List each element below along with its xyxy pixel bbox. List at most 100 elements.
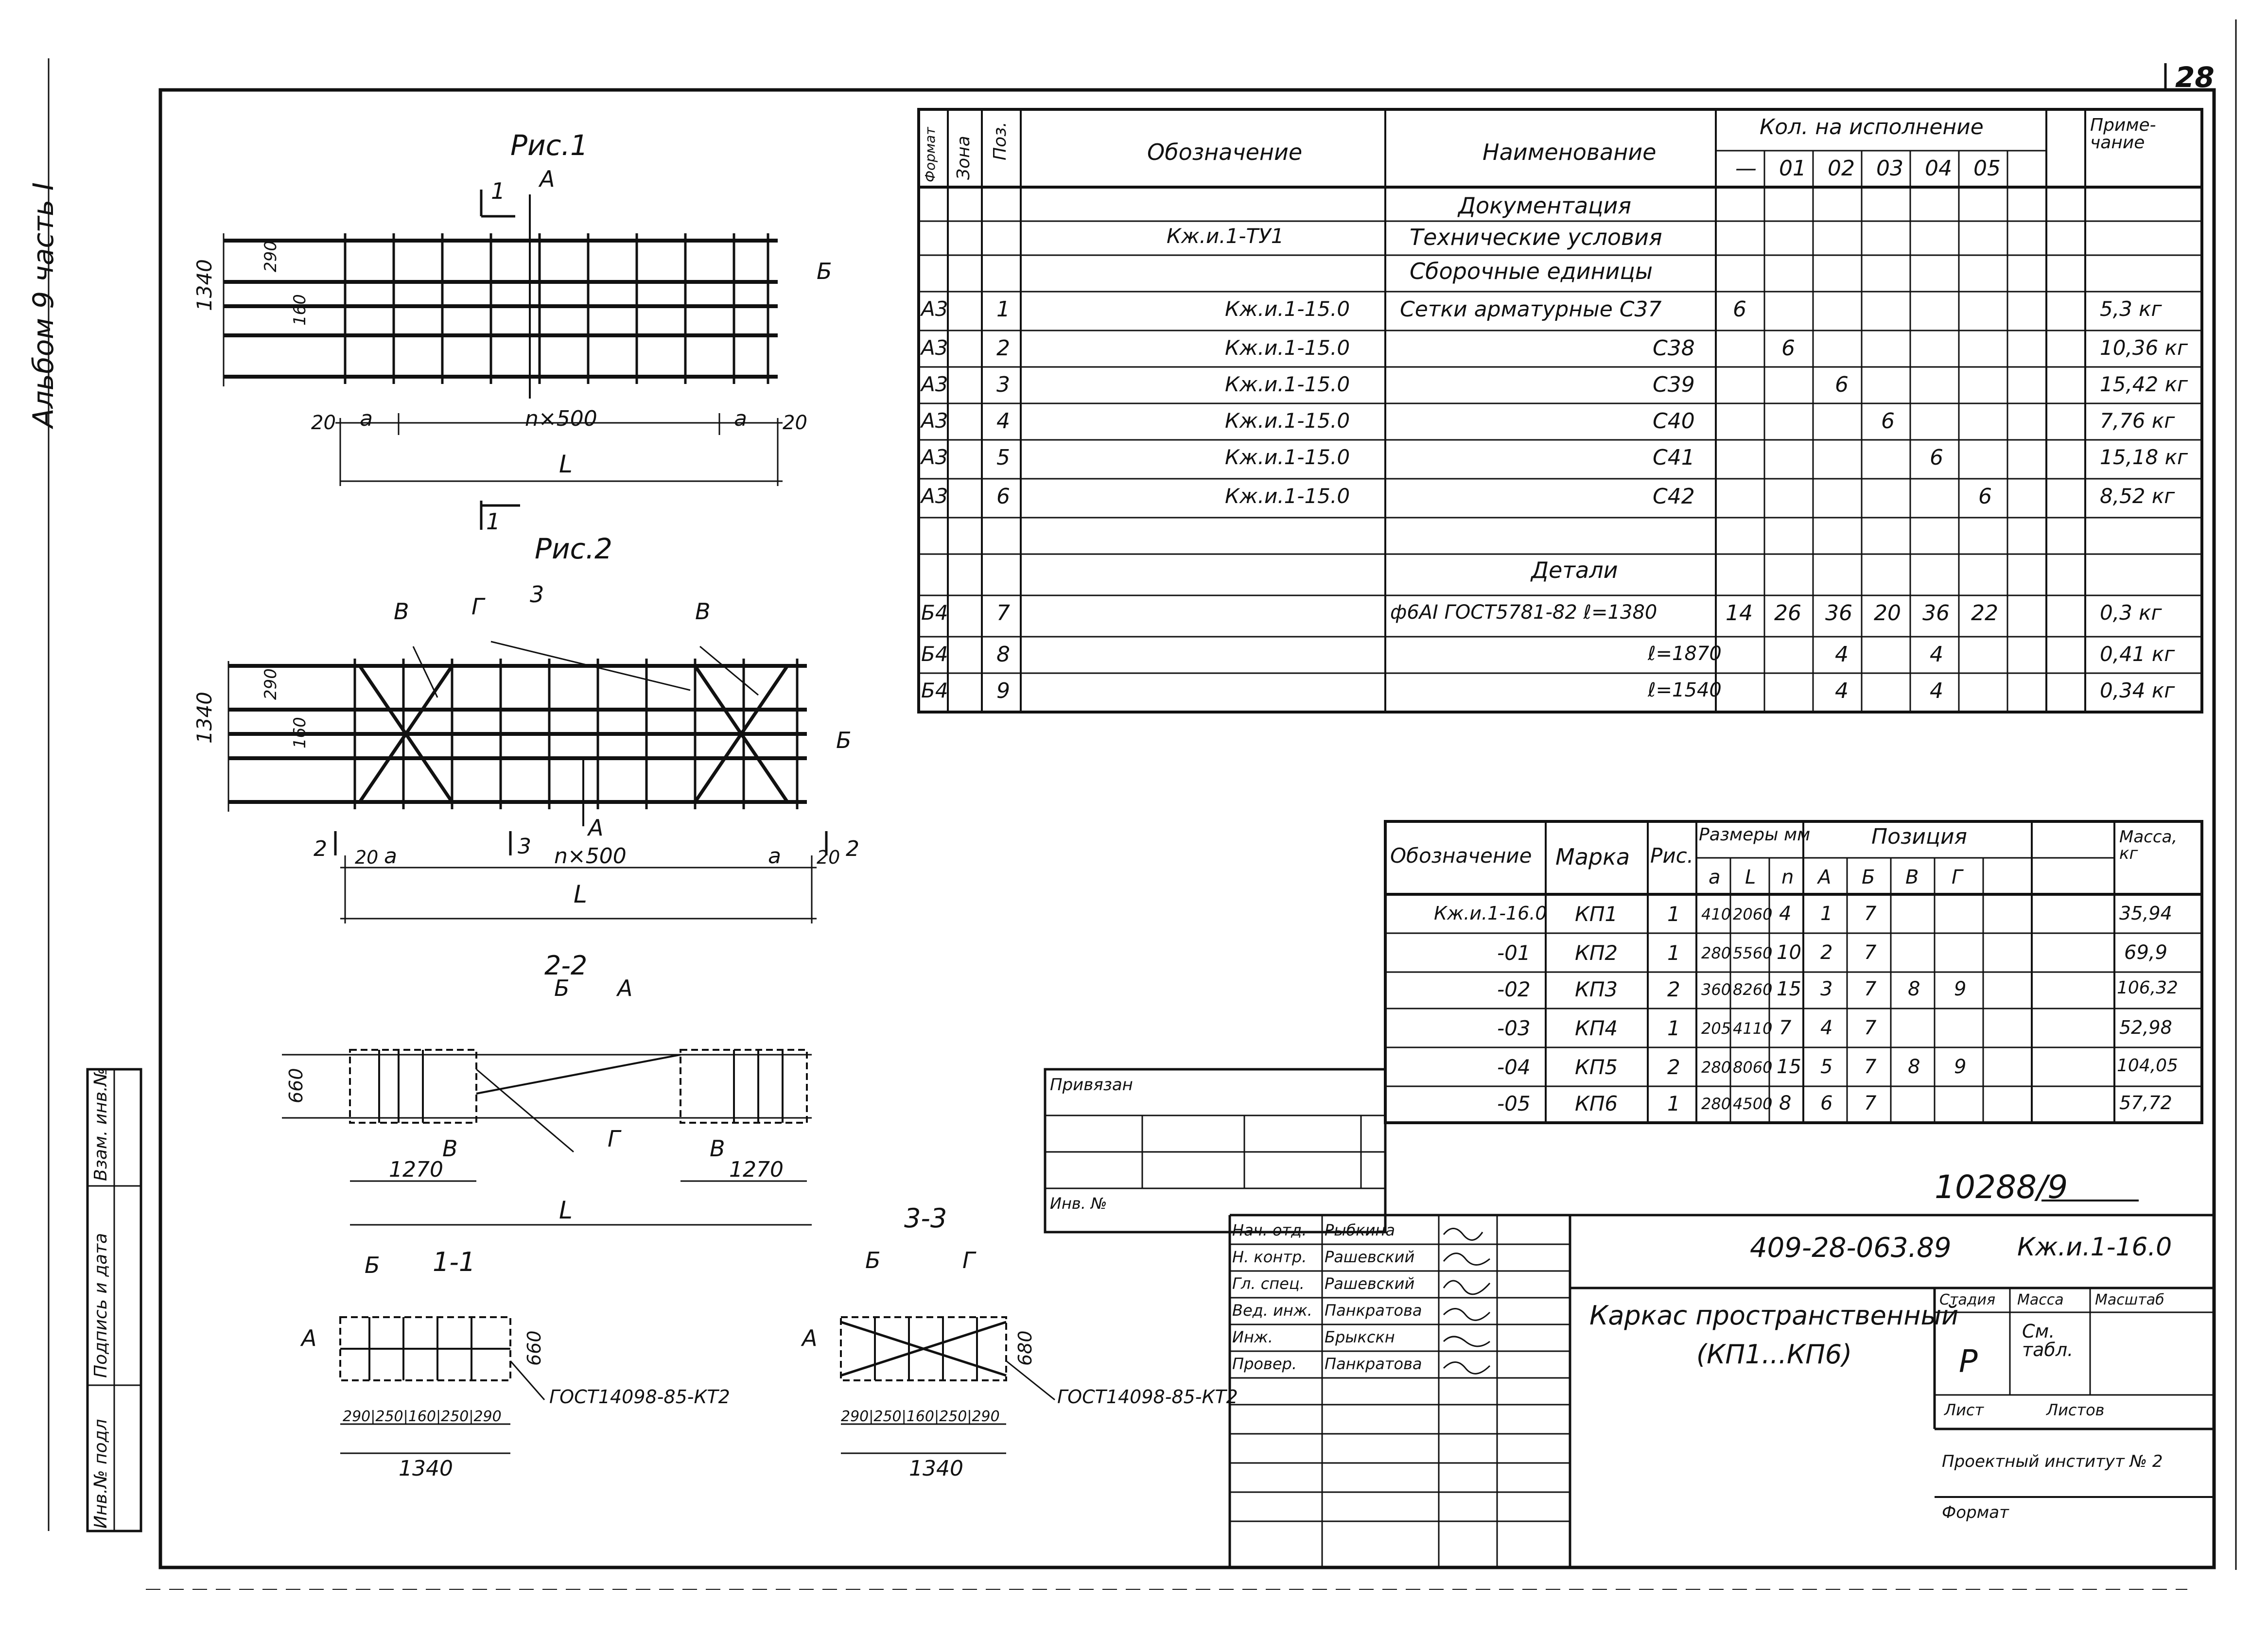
spec-row-12-pos: 8 xyxy=(996,642,1010,667)
spec-row-6-des: Кж.и.1-15.0 xyxy=(1225,409,1350,433)
marks-row-1-mass: 69,9 xyxy=(2124,941,2168,964)
fig2-label-2l: 2 xyxy=(314,836,327,861)
marks-row-3-p1: 7 xyxy=(1864,1017,1877,1039)
fig1-title: Рис.1 xyxy=(510,129,588,162)
marks-row-4-p1: 7 xyxy=(1864,1056,1877,1078)
marks-row-0-des: Кж.и.1-16.0 xyxy=(1434,903,1547,924)
marks-row-4-mark: КП5 xyxy=(1575,1055,1618,1079)
fig1-label-al: a xyxy=(360,406,373,431)
marks-row-5-p0: 6 xyxy=(1820,1092,1833,1114)
fig2-title: Рис.2 xyxy=(535,532,612,565)
marks-row-0-p0: 1 xyxy=(1820,903,1833,925)
marks-row-2-s0: 360 xyxy=(1701,980,1731,999)
marks-row-1-fig: 1 xyxy=(1667,941,1680,965)
marks-row-1-s0: 280 xyxy=(1701,944,1731,962)
marks-row-0-p1: 7 xyxy=(1864,903,1877,925)
fig1-label-20l: 20 xyxy=(311,412,336,434)
marks-row-0-mass: 35,94 xyxy=(2119,903,2172,924)
fig1-dim-290: 290 xyxy=(261,241,280,272)
sec11-label-a: А xyxy=(301,1325,317,1351)
title-block-grid xyxy=(1228,1214,2214,1567)
spec-hdr-var2: 02 xyxy=(1828,156,1855,181)
spec-row-3-q0: 6 xyxy=(1733,297,1746,322)
spec-hdr-format: Формат xyxy=(922,127,938,182)
title-code: 409-28-063.89 xyxy=(1750,1232,1952,1264)
marks-row-2-mark: КП3 xyxy=(1575,977,1618,1001)
sec22-label-l: L xyxy=(559,1196,573,1224)
marks-row-4-p0: 5 xyxy=(1820,1056,1833,1078)
spec-row-3-name: Сетки арматурные С37 xyxy=(1400,297,1662,322)
marks-row-1-des: -01 xyxy=(1497,941,1531,965)
left-stamp-vzam: Взам. инв.№ xyxy=(91,1068,111,1181)
fig1-label-sec: 1 xyxy=(491,178,506,204)
spec-row-4-pos: 2 xyxy=(996,336,1010,361)
signer-4-role: Инж. xyxy=(1232,1328,1273,1346)
fig2-label-20r: 20 xyxy=(817,847,840,868)
fig1-label-sec2: 1 xyxy=(486,508,501,535)
spec-row-4-fmt: А3 xyxy=(921,336,948,360)
spec-row-11-name: ф6AI ГОСТ5781-82 ℓ=1380 xyxy=(1390,601,1657,624)
doc-number: 10288/9 xyxy=(1935,1168,2068,1206)
spec-row-6-fmt: А3 xyxy=(921,409,948,433)
spec-row-12-q4: 4 xyxy=(1930,642,1943,667)
sec33-label-b: Б xyxy=(865,1247,881,1273)
spec-row-11-q3: 20 xyxy=(1874,601,1901,626)
spec-row-3-des: Кж.и.1-15.0 xyxy=(1225,297,1350,321)
spec-row-12-note: 0,41 кг xyxy=(2100,642,2175,666)
marks-hdr-positions: Позиция xyxy=(1871,824,1968,849)
fig2-label-ar: a xyxy=(768,844,781,869)
sec22-dim-1270l: 1270 xyxy=(389,1157,443,1182)
spec-row-13-fmt: Б4 xyxy=(921,679,948,702)
spec-hdr-name: Наименование xyxy=(1483,139,1657,165)
spec-row-11-q0: 14 xyxy=(1726,601,1753,626)
fig2-label-20l: 20 xyxy=(355,847,379,868)
spec-row-4-note: 10,36 кг xyxy=(2100,336,2188,360)
fig1-label-20r: 20 xyxy=(783,412,807,434)
sec22-dim-1270r: 1270 xyxy=(729,1157,784,1182)
fig2-label-3b: 3 xyxy=(518,834,531,859)
marks-row-3-mass: 52,98 xyxy=(2119,1017,2172,1038)
signer-2-role: Гл. спец. xyxy=(1232,1274,1305,1293)
marks-hdr-p0: А xyxy=(1818,866,1832,888)
sheet-frame xyxy=(158,88,2216,1569)
signer-1-name: Рашевский xyxy=(1325,1248,1415,1266)
spec-row-7-q4: 6 xyxy=(1930,445,1943,470)
marks-hdr-p1: Б xyxy=(1862,866,1875,888)
spec-row-5-des: Кж.и.1-15.0 xyxy=(1225,372,1350,396)
marks-row-4-s2: 15 xyxy=(1777,1056,1801,1078)
marks-row-3-mark: КП4 xyxy=(1575,1016,1618,1040)
marks-row-2-p0: 3 xyxy=(1820,978,1833,1000)
spec-row-13-q4: 4 xyxy=(1930,679,1943,703)
privyazan-grid xyxy=(1044,1068,1387,1234)
fig1-label-ar: a xyxy=(734,406,747,431)
marks-row-2-des: -02 xyxy=(1497,977,1531,1001)
spec-row-4-name: С38 xyxy=(1653,336,1695,361)
sheets-header: Листов xyxy=(2046,1401,2105,1419)
spec-row-7-des: Кж.и.1-15.0 xyxy=(1225,445,1350,469)
signer-3-role: Вед. инж. xyxy=(1232,1301,1312,1320)
fig2-label-a: А xyxy=(588,815,604,841)
marks-row-5-s2: 8 xyxy=(1779,1092,1792,1114)
spec-row-8-note: 8,52 кг xyxy=(2100,484,2175,508)
sec11-label-b: Б xyxy=(365,1252,380,1278)
spec-row-12-q2: 4 xyxy=(1835,642,1849,667)
left-stamp-frame xyxy=(86,1068,142,1532)
sec11-total: 1340 xyxy=(399,1456,453,1481)
privyazan-label: Привязан xyxy=(1050,1075,1133,1095)
spec-row-13-q2: 4 xyxy=(1835,679,1849,703)
sec33-drawing xyxy=(840,1316,1055,1454)
marks-row-4-s0: 280 xyxy=(1701,1058,1731,1077)
signature-scribbles xyxy=(1443,1228,1491,1375)
sec22-drawing xyxy=(282,1049,812,1226)
spec-row-8-name: С42 xyxy=(1653,484,1695,509)
marks-row-3-s2: 7 xyxy=(1779,1017,1792,1039)
marks-row-0-s0: 410 xyxy=(1701,905,1731,923)
signer-4-name: Брыкскн xyxy=(1325,1328,1395,1346)
spec-row-8-pos: 6 xyxy=(996,484,1010,509)
fig2-label-n500: n×500 xyxy=(554,844,627,869)
marks-row-5-des: -05 xyxy=(1497,1092,1531,1115)
fig2-label-g: Г xyxy=(471,593,484,620)
spec-row-6-q3: 6 xyxy=(1881,409,1895,434)
scale-header: Масштаб xyxy=(2095,1291,2164,1308)
spec-row-2-name: Сборочные единицы xyxy=(1410,258,1653,284)
